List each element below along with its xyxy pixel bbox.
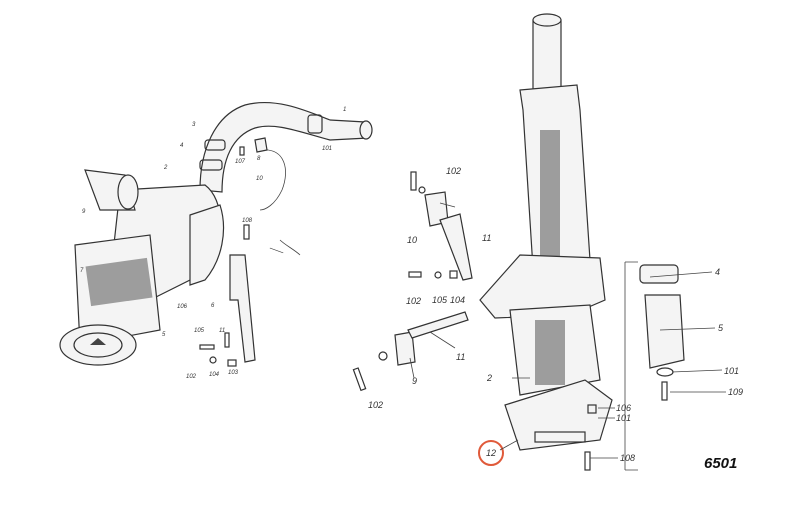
filter-cover [189, 204, 225, 286]
highlight-circle[interactable] [478, 440, 504, 466]
label-8: 8 [257, 156, 261, 162]
strap-11-upper [439, 213, 473, 281]
label-1: 1 [343, 107, 346, 113]
label-7: 7 [80, 268, 84, 274]
cap-inner-ring [73, 332, 123, 358]
label-107: 107 [235, 159, 246, 165]
washer-lower [378, 351, 388, 361]
figure-number: 6501 [704, 455, 738, 472]
precleaner-end [117, 174, 139, 210]
leader-lines-middle [409, 202, 456, 379]
label-9-middle: 9 [412, 376, 417, 386]
vent-tube [259, 149, 286, 211]
bolt-11 [224, 332, 230, 348]
right-assembly: 2 4 5 101 109 106 101 108 12 [478, 13, 743, 471]
bolt-102 [199, 344, 215, 350]
washer-105 [434, 271, 442, 279]
label-101-lower-right: 101 [616, 413, 631, 423]
label-102: 102 [186, 374, 197, 380]
label-2: 2 [163, 165, 168, 171]
label-102-middle: 102 [406, 296, 421, 306]
label-3: 3 [192, 122, 196, 128]
nut-103 [227, 359, 237, 367]
bolt-108 [584, 451, 591, 471]
bolt-109 [661, 381, 668, 401]
nut-104 [449, 270, 458, 279]
label-4-right: 4 [715, 267, 720, 277]
part-4-gasket [639, 264, 679, 284]
label-102-upper: 102 [446, 166, 461, 176]
filter-pleats [85, 257, 153, 307]
label-11-upper: 11 [482, 233, 491, 243]
part-5-sleeve [644, 294, 685, 369]
label-11-lower: 11 [456, 352, 465, 362]
label-104: 104 [209, 372, 220, 378]
pipe-top-opening [532, 13, 562, 27]
hose-clamp-upper [204, 139, 226, 151]
bolt-102-lower [352, 367, 367, 392]
label-109-right: 109 [728, 387, 743, 397]
handwritten-note [279, 239, 301, 256]
middle-assembly: 102 10 11 102 105 104 11 9 102 [352, 166, 491, 410]
screw-107 [239, 146, 245, 156]
label-103: 103 [228, 370, 239, 376]
hose-clamp-end [307, 114, 323, 134]
label-105-middle: 105 [432, 295, 448, 305]
label-106-right: 106 [616, 403, 631, 413]
label-102-lower: 102 [368, 400, 383, 410]
screw-108 [243, 224, 250, 240]
bolt-102-middle [408, 271, 422, 278]
leader-line-12 [499, 439, 519, 451]
label-101-right: 101 [724, 366, 739, 376]
label-5: 5 [162, 332, 166, 338]
washer-104 [209, 356, 217, 364]
hose-end [359, 120, 373, 140]
stack-shading [540, 130, 560, 280]
washer-upper [418, 186, 426, 194]
label-2-right: 2 [486, 373, 492, 383]
label-11: 11 [219, 328, 225, 334]
label-101: 101 [322, 146, 332, 152]
label-108: 108 [242, 218, 253, 224]
cap-arrow-icon [90, 338, 106, 345]
group-bracket-line [624, 261, 638, 471]
mounting-flange [479, 254, 606, 319]
label-10: 10 [256, 176, 263, 182]
support-bracket [229, 254, 256, 363]
label-104-middle: 104 [450, 295, 465, 305]
label-4: 4 [180, 143, 184, 149]
bolt-102-upper [410, 171, 417, 191]
label-10-middle: 10 [407, 235, 417, 245]
label-108-right: 108 [620, 453, 635, 463]
label-106: 106 [177, 304, 188, 310]
label-9: 9 [82, 209, 86, 215]
leader-lines-right [512, 271, 726, 459]
washer-101 [656, 367, 674, 377]
label-6: 6 [211, 303, 215, 309]
hose-clamp-lower [199, 159, 223, 171]
left-assembly: 1 3 4 2 107 8 101 10 9 7 108 6 106 5 105… [59, 101, 373, 380]
label-5-right: 5 [718, 323, 724, 333]
label-12-highlighted: 12 [486, 448, 496, 458]
gasket-12 [534, 431, 586, 443]
muffler-shading [535, 320, 565, 385]
bracket-9 [394, 331, 416, 366]
label-105: 105 [194, 328, 205, 334]
strap-11-lower [407, 311, 469, 339]
small-clamp [254, 137, 268, 153]
handwritten-scribble: ⸺ [267, 242, 285, 257]
nut-106 [587, 404, 597, 414]
